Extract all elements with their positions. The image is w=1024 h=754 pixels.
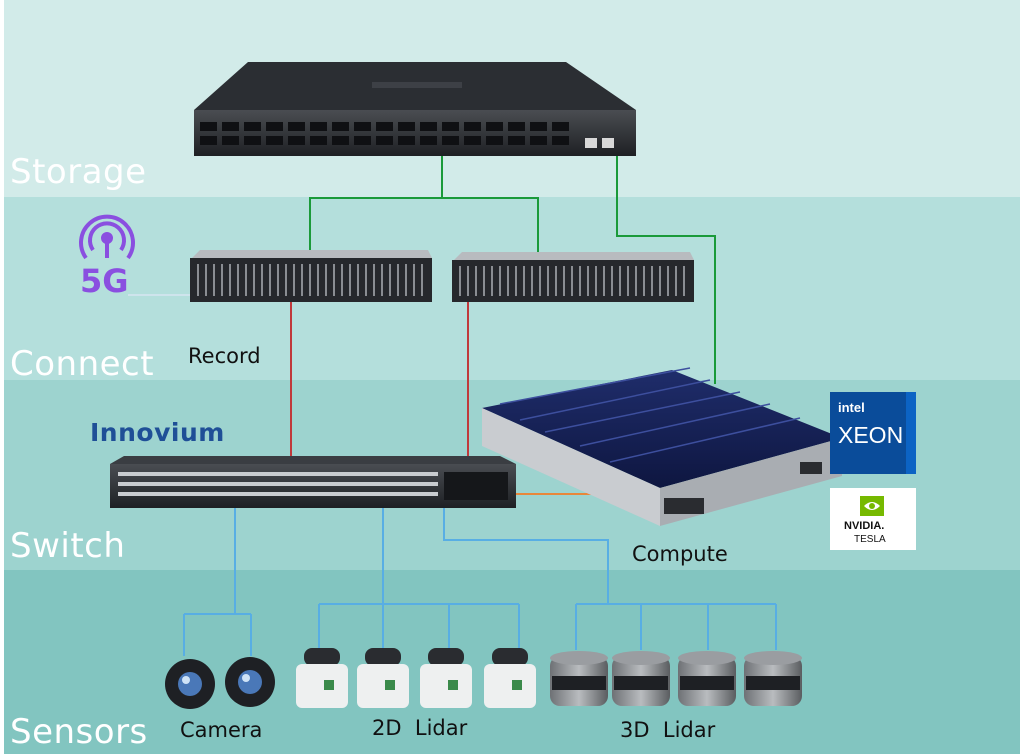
five-g-label: 5G bbox=[80, 262, 129, 300]
xeon-label: XEON bbox=[838, 422, 904, 448]
tesla-label: TESLA bbox=[854, 534, 886, 545]
lidar-3d-label: 3D Lidar bbox=[620, 718, 716, 742]
record-label: Record bbox=[188, 344, 261, 368]
nvidia-eye-icon bbox=[860, 496, 884, 516]
nvidia-tesla-logo: NVIDIA. TESLA bbox=[830, 488, 916, 550]
record-server-left bbox=[190, 250, 432, 302]
lidar-3d-1 bbox=[550, 651, 608, 706]
lidar-2d-1 bbox=[296, 648, 348, 708]
intel-xeon-logo: intel XEON bbox=[830, 392, 916, 474]
lidar-3d-3 bbox=[678, 651, 736, 706]
compute-label: Compute bbox=[632, 542, 728, 566]
storage-links bbox=[309, 154, 716, 384]
lidar-2d-3 bbox=[420, 648, 472, 708]
lidar-2d-2 bbox=[357, 648, 409, 708]
intel-label: intel bbox=[838, 400, 865, 415]
lidar-3d-4 bbox=[744, 651, 802, 706]
innovium-switch bbox=[110, 456, 516, 508]
camera-left bbox=[165, 659, 215, 709]
lidar-2d-4 bbox=[484, 648, 536, 708]
five-g-icon bbox=[79, 214, 135, 260]
record-links bbox=[290, 300, 469, 462]
record-server-right bbox=[452, 252, 694, 302]
storage-layer-label: Storage bbox=[10, 152, 147, 192]
switch-layer-label: Switch bbox=[10, 526, 126, 566]
storage-switch bbox=[194, 62, 636, 156]
connect-layer-label: Connect bbox=[10, 344, 155, 384]
lidar-3d-2 bbox=[612, 651, 670, 706]
innovium-logo: Innovium bbox=[90, 418, 225, 447]
sensors-layer-label: Sensors bbox=[10, 712, 148, 752]
compute-server bbox=[482, 367, 842, 526]
lidar-2d-label: 2D Lidar bbox=[372, 716, 468, 740]
camera-label: Camera bbox=[180, 718, 263, 742]
camera-right bbox=[225, 657, 275, 707]
nvidia-label: NVIDIA. bbox=[844, 520, 885, 532]
sensor-links bbox=[183, 508, 777, 656]
